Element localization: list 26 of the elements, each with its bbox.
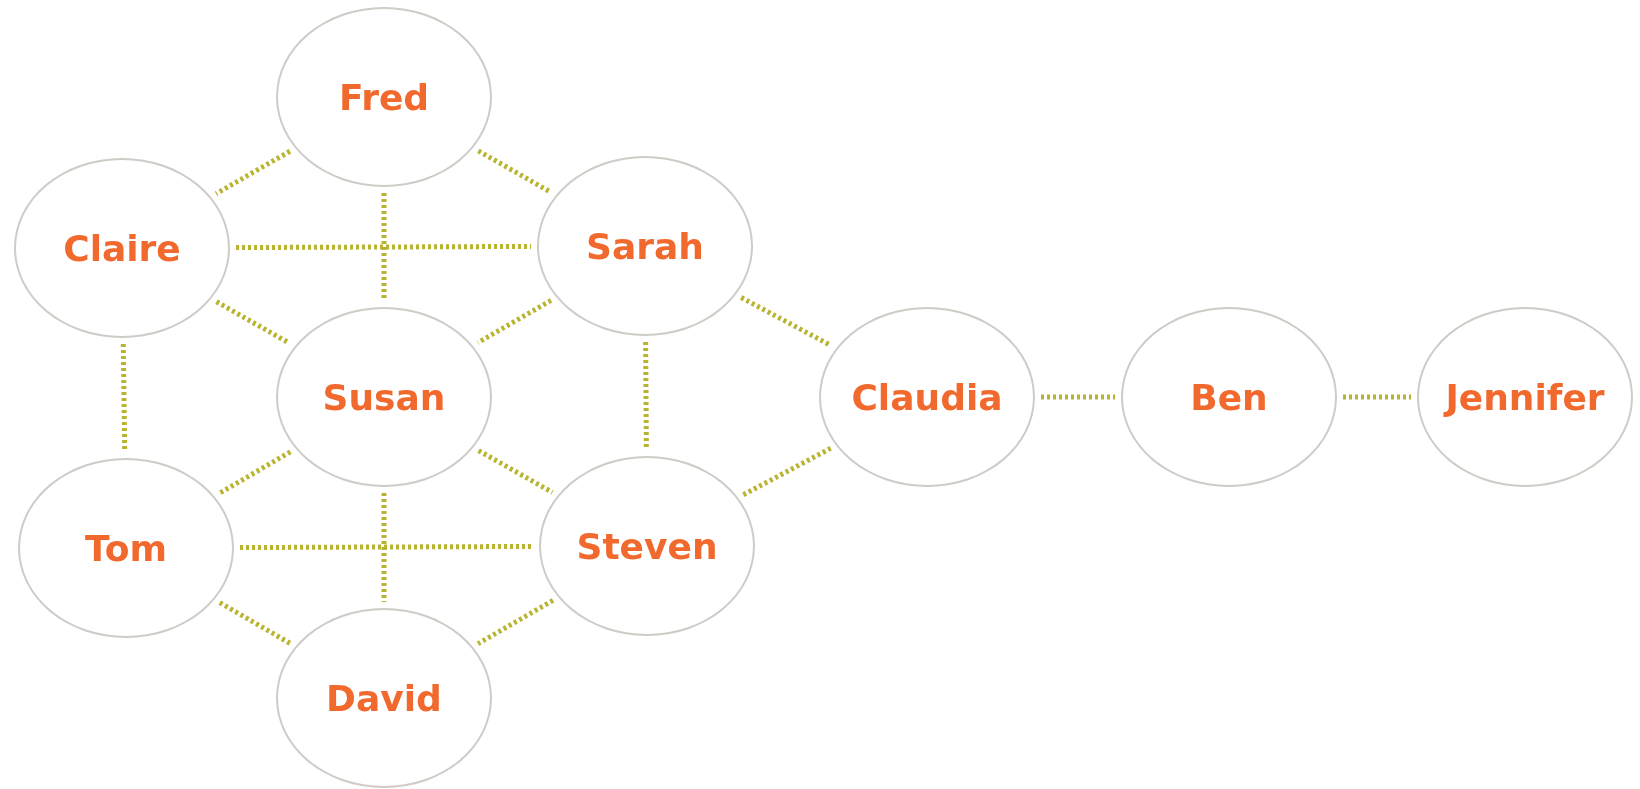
person-name: Claudia <box>851 376 1003 418</box>
connector-line <box>381 193 387 301</box>
connector-line <box>1041 394 1115 400</box>
person-name: Claire <box>63 227 181 269</box>
connector-line <box>643 342 649 450</box>
connector-line <box>742 446 832 497</box>
person-name: Ben <box>1190 376 1268 418</box>
connector-line <box>1343 394 1411 400</box>
person-name: Susan <box>322 376 446 418</box>
connector-line <box>740 295 832 348</box>
person-name: Sarah <box>586 225 704 267</box>
connector-line <box>215 299 291 346</box>
connector-line <box>381 493 387 602</box>
connector-line <box>218 600 292 646</box>
connector-line <box>476 598 555 646</box>
person-name: Fred <box>338 76 430 118</box>
connector-line <box>218 449 292 496</box>
person-name: Jennifer <box>1445 376 1605 418</box>
connector-line <box>236 243 531 251</box>
person-name: David <box>326 677 442 719</box>
connector-line <box>477 148 552 195</box>
connector-line <box>240 543 533 551</box>
person-name: Tom <box>85 527 167 569</box>
connector-line <box>476 298 553 345</box>
connector-line <box>214 149 292 196</box>
person-name: Steven <box>576 525 718 567</box>
